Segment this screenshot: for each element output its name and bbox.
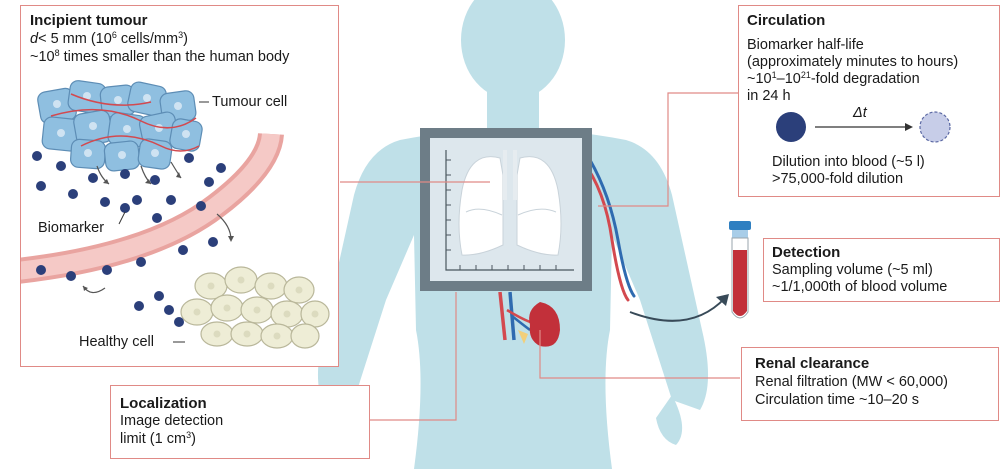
blood-fraction-line: ~1/1,000th of blood volume bbox=[772, 279, 947, 297]
renal-filtration-line: Renal filtration (MW < 60,000) bbox=[755, 374, 948, 392]
tumour-cell-label: Tumour cell bbox=[212, 94, 287, 110]
tumour-panel: Incipient tumour d< 5 mm (106 cells/mm3)… bbox=[20, 5, 339, 367]
tumour-scale-line: ~108 times smaller than the human body bbox=[30, 49, 289, 67]
intact-biomarker bbox=[776, 112, 806, 142]
detection-limit-line: Image detection bbox=[120, 413, 223, 431]
dilution-line: Dilution into blood (~5 l) bbox=[772, 154, 925, 172]
delta-t-label: Δt bbox=[853, 105, 867, 123]
circulation-panel: Circulation Biomarker half-life (approxi… bbox=[738, 5, 1000, 197]
dilution-fold-line: >75,000-fold dilution bbox=[772, 171, 903, 189]
diameter-symbol: d bbox=[30, 31, 38, 47]
imaging-panel bbox=[420, 128, 592, 291]
tumour-size-line: d< 5 mm (106 cells/mm3) bbox=[30, 31, 188, 49]
degraded-biomarker bbox=[920, 112, 950, 142]
localization-title: Localization bbox=[120, 395, 207, 413]
circulation-time-line: Circulation time ~10–20 s bbox=[755, 392, 919, 410]
localization-panel: Localization Image detection limit (1 cm… bbox=[110, 385, 370, 459]
renal-clearance-panel: Renal clearance Renal filtration (MW < 6… bbox=[741, 347, 999, 421]
tumour-title: Incipient tumour bbox=[30, 12, 148, 30]
blood-tube bbox=[729, 221, 751, 318]
biomarker-label: Biomarker bbox=[38, 220, 104, 236]
healthy-cell-label: Healthy cell bbox=[79, 334, 154, 350]
renal-title: Renal clearance bbox=[755, 355, 869, 373]
detection-limit-volume-line: limit (1 cm3) bbox=[120, 431, 196, 449]
sampling-volume-line: Sampling volume (~5 ml) bbox=[772, 262, 933, 280]
detection-title: Detection bbox=[772, 244, 840, 262]
detection-panel: Detection Sampling volume (~5 ml) ~1/1,0… bbox=[763, 238, 1000, 302]
